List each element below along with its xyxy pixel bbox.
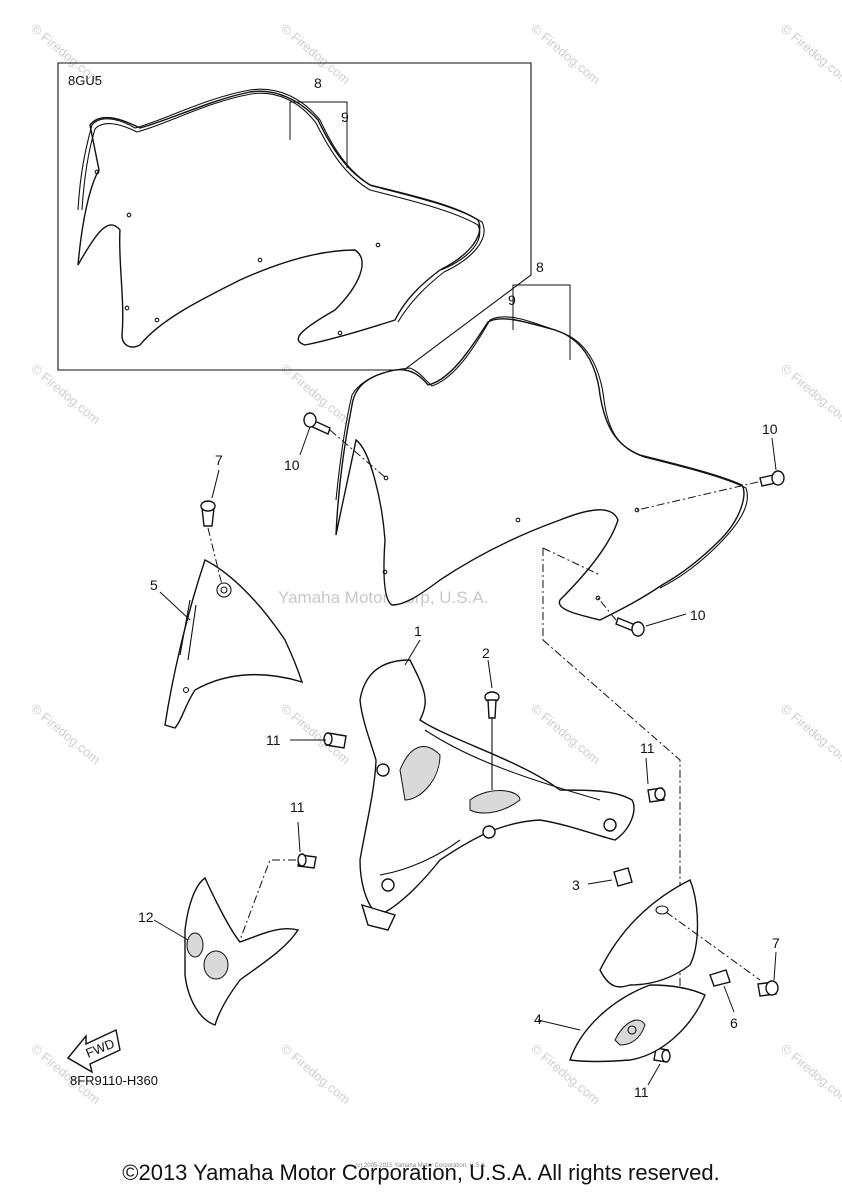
callout-8: 8 <box>314 75 322 91</box>
parts-diagram: © Firedog.com © Firedog.com © Firedog.co… <box>28 21 842 1107</box>
windscreen <box>335 318 745 621</box>
callout-11: 11 <box>290 799 305 815</box>
callout-9: 9 <box>341 109 349 125</box>
part-4-lower-fairing: 4 <box>534 984 706 1063</box>
grommet-11-a: 11 <box>266 732 347 749</box>
part-6-clip: 6 <box>709 969 738 1031</box>
leader-8 <box>512 284 571 360</box>
windscreen-hole <box>382 569 388 575</box>
inset-hole <box>126 212 132 218</box>
inset-hole <box>154 317 160 323</box>
watermark-text: © Firedog.com <box>278 1041 353 1107</box>
watermark-text: © Firedog.com <box>28 361 103 427</box>
watermark-text: © Firedog.com <box>778 1041 842 1107</box>
part-12-lower-cover: 12 <box>138 876 300 1026</box>
inset-hole <box>257 257 263 263</box>
callout-11: 11 <box>640 740 655 756</box>
callout-11: 11 <box>634 1084 649 1100</box>
grommet-11-b: 11 <box>640 740 666 803</box>
part-5-side-panel: 5 <box>150 559 304 729</box>
inset-leader-8 <box>289 101 348 168</box>
windscreen-hole <box>595 595 601 601</box>
screw-7-top: 7 <box>200 452 223 586</box>
part-1-cowling: 1 <box>359 623 635 931</box>
fwd-arrow-icon: FWD <box>66 1028 121 1074</box>
watermark-text: © Firedog.com <box>28 701 103 767</box>
callout-10: 10 <box>284 457 300 473</box>
inset-label: 8GU5 <box>68 73 102 88</box>
inset-trim-strip-inner <box>81 92 481 271</box>
callout-3: 3 <box>572 877 580 893</box>
callout-8: 8 <box>536 259 544 275</box>
windscreen-hole <box>383 475 389 481</box>
yamaha-watermark: Yamaha Motor Corp, U.S.A. <box>278 588 488 607</box>
inset-border <box>57 62 532 371</box>
callout-6: 6 <box>730 1015 738 1031</box>
callout-7: 7 <box>772 935 780 951</box>
callout-2: 2 <box>482 645 490 661</box>
windscreen-hole <box>634 507 640 513</box>
part-3-nut: 3 <box>572 867 633 893</box>
screw-7-bottom: 7 <box>757 935 780 997</box>
watermark-text: © Firedog.com <box>778 701 842 767</box>
windscreen-hole <box>515 517 521 523</box>
callout-10: 10 <box>762 421 778 437</box>
screw-2: 2 <box>482 645 500 790</box>
callout-5: 5 <box>150 577 158 593</box>
inset-hole <box>375 242 381 248</box>
callout-10: 10 <box>690 607 706 623</box>
grommet-11-d: 11 <box>634 1047 671 1100</box>
watermark-text: © Firedog.com <box>528 701 603 767</box>
part-side-panel-right <box>599 879 761 988</box>
watermark-text: © Firedog.com <box>778 21 842 87</box>
screw-10-right: 10 <box>636 421 785 511</box>
screw-10-left: 10 <box>284 412 387 479</box>
watermark-text: © Firedog.com <box>278 701 353 767</box>
callout-12: 12 <box>138 909 154 925</box>
footer-copyright: ©2013 Yamaha Motor Corporation, U.S.A. A… <box>122 1160 720 1185</box>
screw-10-bottom: 10 <box>597 597 706 637</box>
callout-9: 9 <box>508 292 516 308</box>
diagram-code: 8FR9110-H360 <box>70 1073 158 1088</box>
callout-1: 1 <box>414 623 422 639</box>
inset-8gu5: 8GU5 8 9 <box>57 62 532 371</box>
callout-11: 11 <box>266 732 281 748</box>
grommet-11-c: 11 <box>239 799 317 941</box>
inset-hole <box>124 305 130 311</box>
inset-trim-strip <box>77 88 485 323</box>
watermark-text: © Firedog.com <box>778 361 842 427</box>
inset-hole <box>337 330 343 336</box>
callout-4: 4 <box>534 1011 542 1027</box>
inset-hole <box>94 169 100 175</box>
windscreen-trim-strip <box>335 316 748 589</box>
windscreen-assembly: 8 9 10 10 10 <box>284 259 785 637</box>
watermark-text: © Firedog.com <box>528 21 603 87</box>
callout-7: 7 <box>215 452 223 468</box>
inset-windscreen <box>77 90 481 348</box>
footer-small-copyright: (c) 2005-2015 Yamaha Motor Corporation, … <box>355 1163 487 1169</box>
